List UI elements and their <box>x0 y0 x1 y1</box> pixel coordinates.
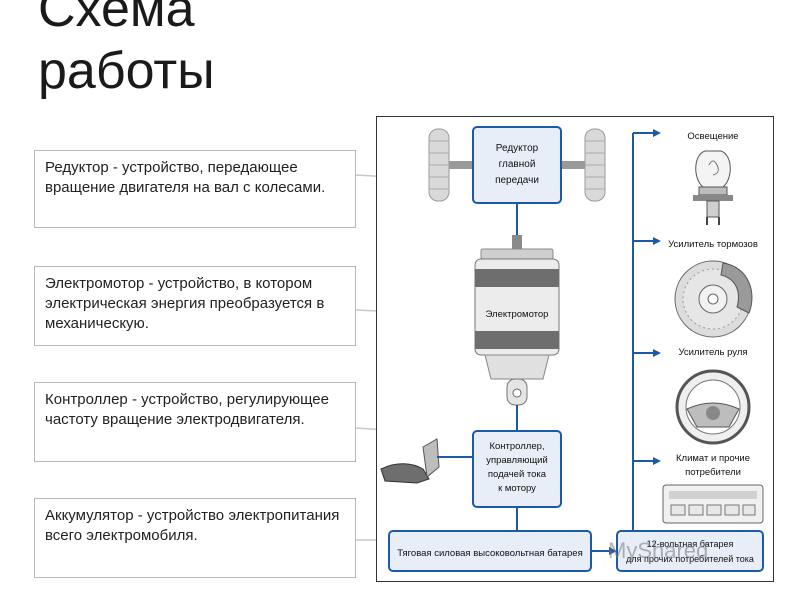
consumer-brakes-label: Усилитель тормозов <box>668 239 758 250</box>
wheel-left-icon <box>428 128 450 202</box>
axle-right <box>561 161 585 169</box>
climate-panel-icon <box>662 484 764 524</box>
consumer-lighting-label: Освещение <box>687 131 738 142</box>
aux-battery-label-2: для прочих потребителей тока <box>626 554 754 564</box>
arrow-steering <box>653 349 661 357</box>
arrow-climate <box>653 457 661 465</box>
ev-diagram: Редуктор главной передачи Электромотор <box>376 116 774 582</box>
aux-battery-label-1: 12-вольтная батарея <box>647 539 734 549</box>
electric-motor-icon <box>474 235 560 406</box>
page-title: Схема работы <box>38 0 215 102</box>
axle-left <box>449 161 473 169</box>
brake-disc-icon <box>674 260 753 338</box>
callout-motor: Электромотор - устройство, в котором эле… <box>34 266 356 346</box>
arrow-brakes <box>653 237 661 245</box>
controller-label-2: управляющий <box>486 455 548 466</box>
consumer-climate-label-2: потребители <box>685 467 741 478</box>
reducer-label-3: передачи <box>495 175 539 186</box>
callout-battery: Аккумулятор - устройство электропитания … <box>34 498 356 578</box>
callout-controller: Контроллер - устройство, регулирующее ча… <box>34 382 356 462</box>
controller-label-3: подачей тока <box>488 469 547 480</box>
headlight-bulb-icon <box>693 150 733 225</box>
controller-label-1: Контроллер, <box>489 441 544 452</box>
title-line-1: Схема <box>38 0 195 38</box>
accelerator-pedal-icon <box>380 438 481 484</box>
steering-wheel-icon <box>675 369 751 445</box>
main-battery-label: Тяговая силовая высоковольтная батарея <box>397 548 583 559</box>
callout-reducer: Редуктор - устройство, передающее вращен… <box>34 150 356 228</box>
controller-label-4: к мотору <box>498 483 536 494</box>
motor-label: Электромотор <box>486 309 549 320</box>
reducer-label-1: Редуктор <box>496 143 539 154</box>
arrow-to-aux-battery <box>609 547 617 555</box>
consumer-steering-label: Усилитель руля <box>678 347 747 358</box>
reducer-label-2: главной <box>499 159 536 170</box>
aux-battery-box <box>616 530 764 572</box>
title-line-2: работы <box>38 42 215 100</box>
arrow-lighting <box>653 129 661 137</box>
consumer-climate-label-1: Климат и прочие <box>676 453 750 464</box>
ev-diagram-svg: Редуктор главной передачи Электромотор <box>380 126 764 572</box>
watermark-logo: MyShared <box>608 538 709 563</box>
wheel-right-icon <box>584 128 606 202</box>
